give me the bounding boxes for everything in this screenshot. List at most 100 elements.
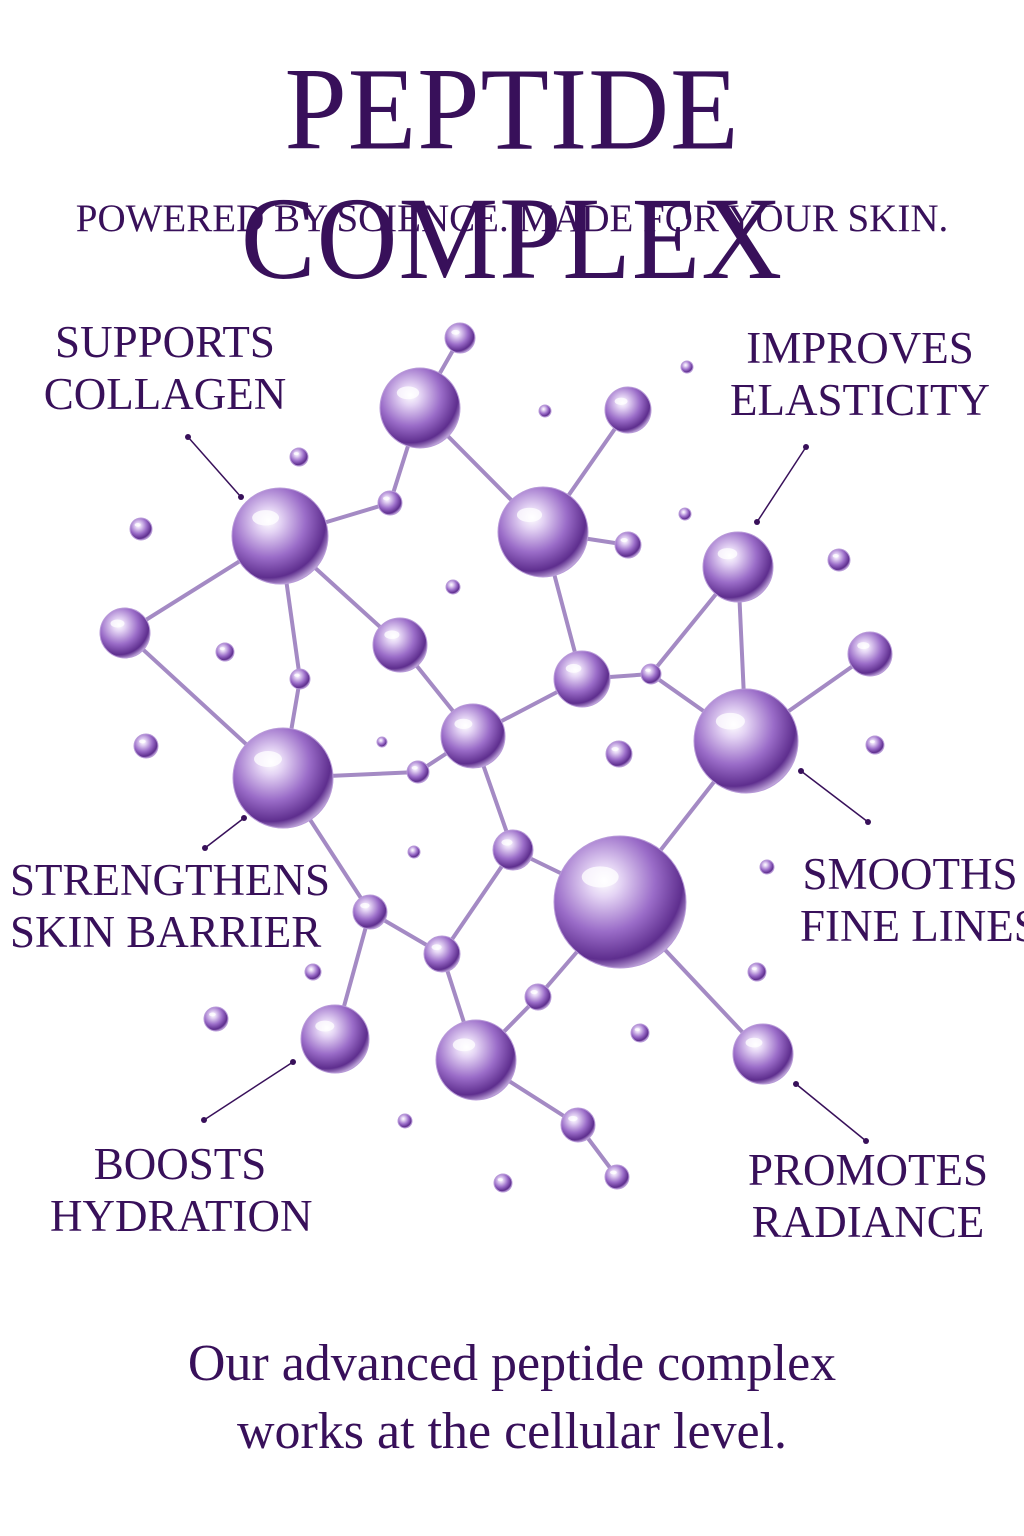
particle <box>215 642 235 662</box>
atom <box>640 663 662 685</box>
benefit-line: ELASTICITY <box>730 375 990 425</box>
atom-highlight <box>411 766 418 770</box>
atom <box>444 322 476 354</box>
benefit-line: SMOOTHS <box>802 849 1018 899</box>
atom <box>379 367 461 449</box>
benefit-line: RADIANCE <box>751 1197 985 1247</box>
footer-line: works at the cellular level. <box>236 1403 788 1460</box>
atom-highlight <box>497 1178 503 1182</box>
particle <box>678 507 692 521</box>
particle <box>680 360 694 374</box>
leader-dot <box>798 768 804 774</box>
atom <box>406 760 430 784</box>
leader-line <box>187 436 242 498</box>
particle <box>759 859 775 875</box>
particle <box>747 962 767 982</box>
particle <box>129 517 153 541</box>
particle <box>133 733 159 759</box>
particle <box>407 845 421 859</box>
atom-highlight <box>293 452 299 456</box>
leader-line <box>756 446 807 523</box>
atom-highlight <box>134 523 141 527</box>
particle <box>630 1023 650 1043</box>
leader-dot <box>290 1059 296 1065</box>
particle <box>493 1173 513 1193</box>
atom-highlight <box>294 673 300 677</box>
atom-highlight <box>611 746 619 752</box>
atom <box>492 829 534 871</box>
benefit-boosts-hydration: BOOSTS HYDRATION <box>50 1138 313 1242</box>
atom-highlight <box>516 507 543 523</box>
benefit-line: SKIN BARRIER <box>10 907 322 957</box>
leader-dot <box>202 845 208 851</box>
page-title: PEPTIDE COMPLEX <box>240 44 784 305</box>
footer-tagline: Our advanced peptide complex works at th… <box>0 1330 1024 1466</box>
particle <box>605 740 633 768</box>
particle <box>397 1113 413 1129</box>
atom-highlight <box>565 663 582 673</box>
benefit-line: FINE LINES <box>800 901 1024 951</box>
leader-line <box>795 1083 867 1142</box>
benefit-supports-collagen: SUPPORTS COLLAGEN <box>40 316 290 420</box>
leader-dot <box>865 819 871 825</box>
atom <box>377 490 403 516</box>
leader-dot <box>238 494 244 500</box>
floating-particles <box>129 360 885 1193</box>
benefit-promotes-radiance: PROMOTES RADIANCE <box>748 1144 988 1248</box>
atom <box>300 1004 370 1074</box>
atom <box>372 617 428 673</box>
benefit-strengthens-skin-barrier: STRENGTHENS SKIN BARRIER <box>10 854 330 958</box>
bond <box>440 848 515 956</box>
atom-highlight <box>614 397 628 405</box>
atom-highlight <box>209 1012 216 1017</box>
atom <box>99 607 151 659</box>
leader-dot <box>803 444 809 450</box>
atom-highlight <box>139 739 146 744</box>
atom-highlight <box>645 668 651 672</box>
atom-highlight <box>745 1037 763 1048</box>
atom-highlight <box>581 866 619 888</box>
atom-highlight <box>501 839 513 846</box>
particle <box>445 579 461 595</box>
atom <box>560 1107 596 1143</box>
atom-highlight <box>431 944 442 951</box>
footer-line: Our advanced peptide complex <box>187 1335 837 1392</box>
atom-highlight <box>717 548 738 560</box>
atom-highlight <box>219 647 225 651</box>
atom <box>497 486 589 578</box>
atom-highlight <box>110 619 125 628</box>
atom <box>614 531 642 559</box>
particle <box>538 404 552 418</box>
atom-highlight <box>610 1170 617 1175</box>
atom-highlight <box>634 1028 640 1032</box>
atom-highlight <box>384 630 400 640</box>
atom-highlight <box>315 1020 335 1032</box>
particle <box>827 548 851 572</box>
benefit-smooths-fine-lines: SMOOTHS FINE LINES <box>800 848 1024 952</box>
atom-highlight <box>452 1038 476 1052</box>
atom <box>524 983 552 1011</box>
leader-dot <box>241 815 247 821</box>
atom-highlight <box>451 329 460 335</box>
atom <box>553 650 611 708</box>
leader-line <box>204 817 245 849</box>
leader-dot <box>185 434 191 440</box>
atom <box>435 1019 517 1101</box>
particle <box>304 963 322 981</box>
atom <box>604 1164 630 1190</box>
atom-highlight <box>869 740 875 744</box>
atom <box>231 487 329 585</box>
atom-highlight <box>254 751 282 767</box>
page-subtitle: POWERED BY SCIENCE. MADE FOR YOUR SKIN. <box>75 197 949 240</box>
atom-highlight <box>252 510 280 526</box>
leader-dot <box>863 1138 869 1144</box>
atom <box>693 688 799 794</box>
leader-dot <box>793 1081 799 1087</box>
benefit-improves-elasticity: IMPROVES ELASTICITY <box>728 322 992 426</box>
particle <box>376 736 388 748</box>
benefit-line: PROMOTES <box>748 1145 989 1195</box>
leader-line <box>203 1061 294 1121</box>
atom-highlight <box>568 1115 578 1122</box>
atom-highlight <box>383 496 390 501</box>
